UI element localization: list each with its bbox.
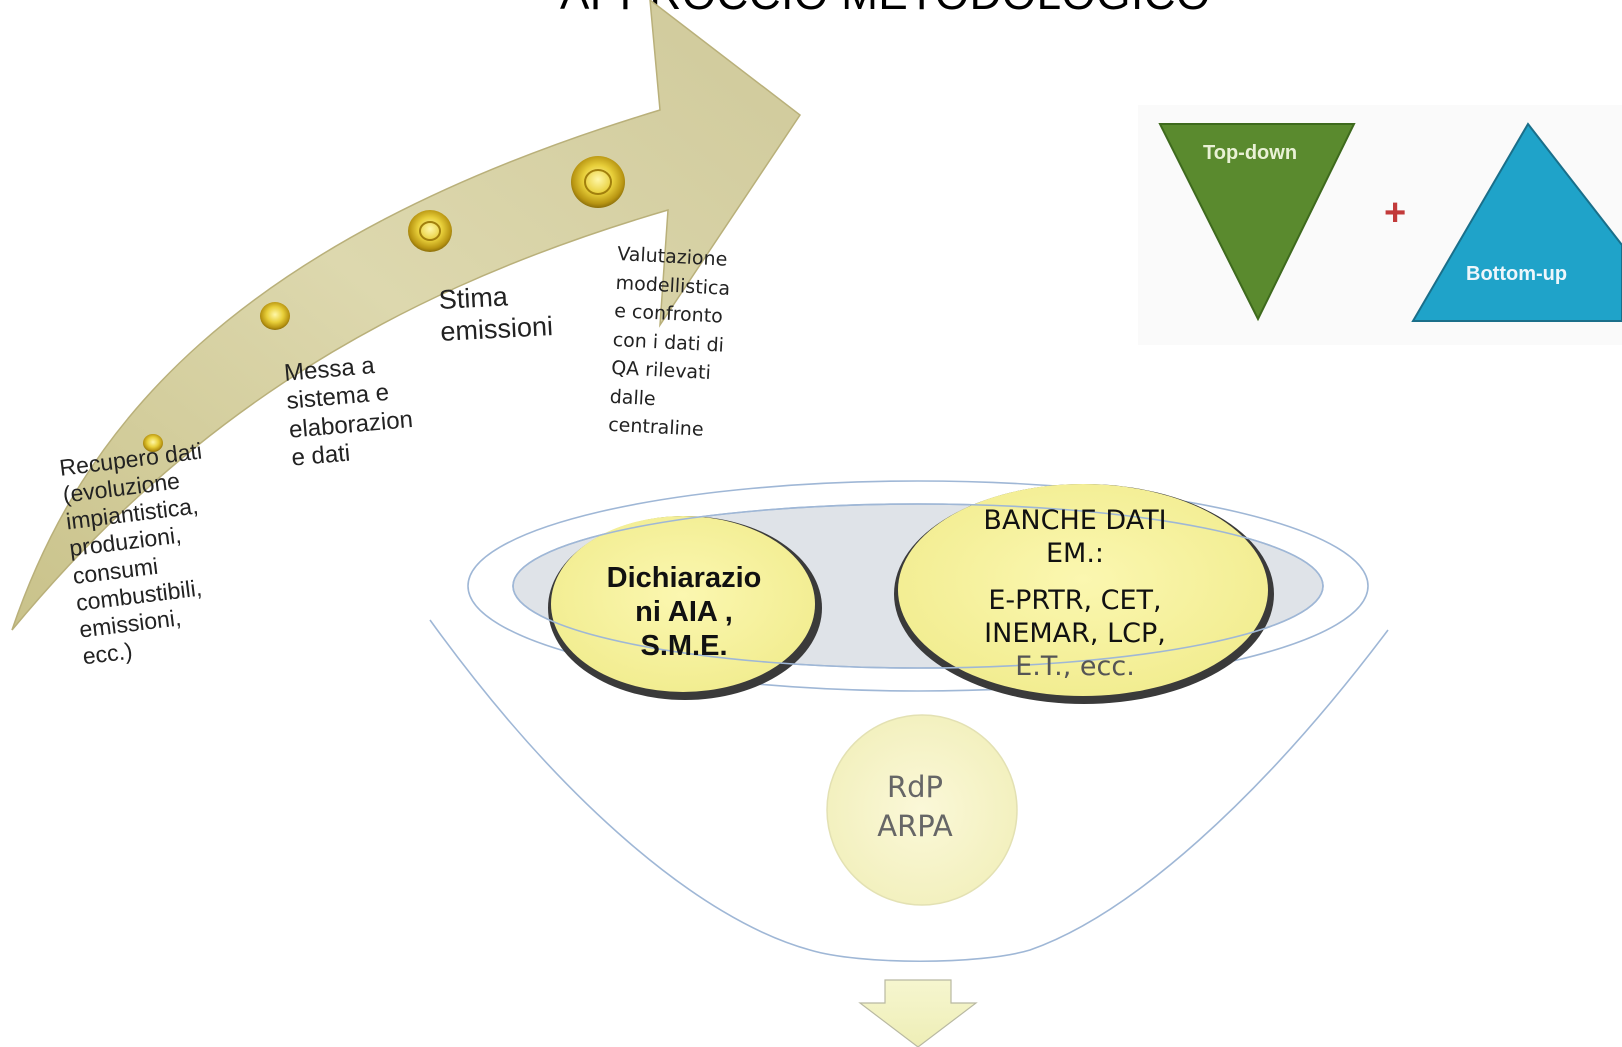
bottom-up-label: Bottom-up	[1466, 263, 1568, 285]
aia-text: Dichiarazio ni AIA , S.M.E.	[606, 562, 762, 662]
bottom-up-triangle	[1411, 122, 1622, 322]
page-title: APPROCCIO METODOLOGICO	[560, 0, 1210, 20]
rdp-circle	[826, 714, 1018, 906]
aia-circle	[551, 516, 815, 692]
step-2-text: Messa a sistema e elaborazion e dati	[283, 352, 414, 472]
top-down-label: Top-down	[1203, 142, 1298, 164]
step-3-text: Stima emissioni	[438, 281, 554, 347]
banche-dati-text: BANCHE DATI EM.: E-PRTR, CET, INEMAR, LC…	[983, 505, 1167, 682]
plus-sign: +	[1384, 192, 1407, 234]
step-bead-1	[143, 434, 163, 452]
step-4-text: Valutazione modellistica e confronto con…	[607, 242, 731, 441]
output-down-arrow	[858, 979, 978, 1047]
top-down-triangle	[1158, 123, 1356, 322]
step-bead-2	[260, 302, 290, 330]
step-1-text: Recupero dati (evoluzione impiantistica,…	[58, 437, 204, 670]
banche-circle	[898, 484, 1268, 696]
step-bead-3	[408, 210, 452, 252]
rdp-arpa-text: RdP ARPA	[877, 770, 953, 844]
step-bead-4	[571, 156, 625, 208]
